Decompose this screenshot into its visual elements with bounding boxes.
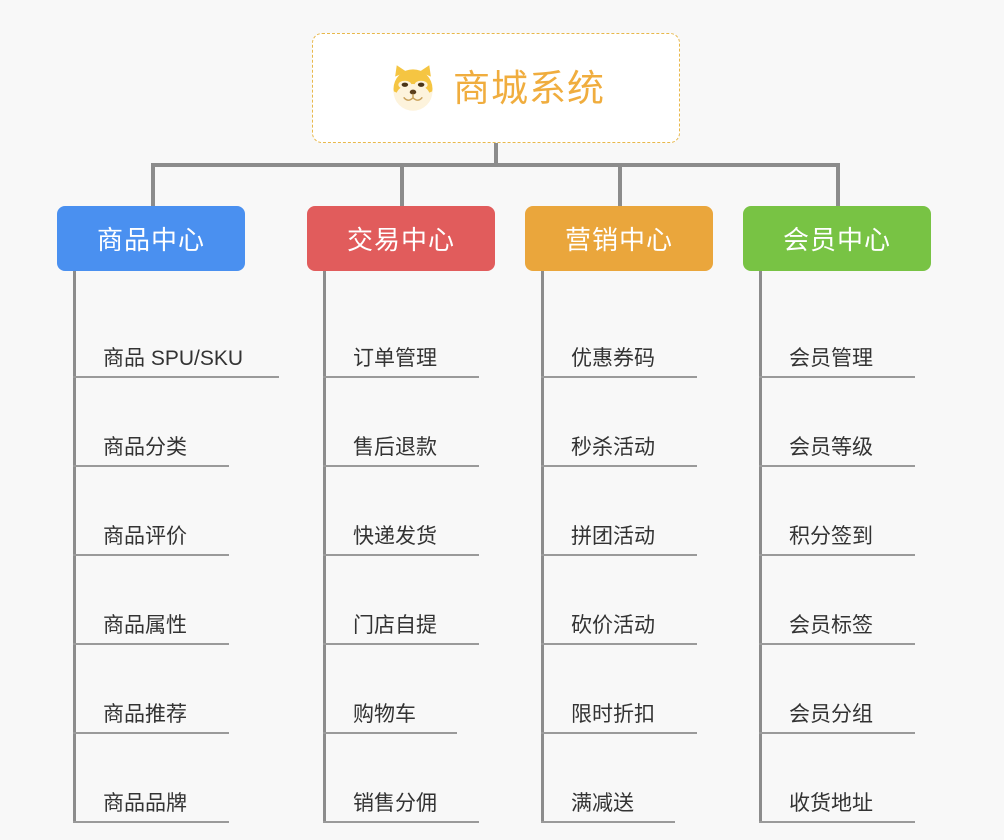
item-underline (73, 554, 229, 556)
item-label: 拼团活动 (571, 524, 655, 548)
connector-branch-3 (618, 163, 622, 207)
item-underline (759, 821, 915, 823)
connector-trunk-horizontal (151, 163, 839, 167)
item-underline (541, 376, 697, 378)
connector-branch-1 (151, 163, 155, 207)
item-label: 积分签到 (789, 524, 873, 548)
item-label: 售后退款 (353, 435, 437, 459)
list-item[interactable]: 砍价活动 (541, 556, 713, 645)
category-column-1: 商品中心 商品 SPU/SKU 商品分类 商品评价 商品属性 商品推荐 (57, 206, 279, 823)
category-header-2[interactable]: 交易中心 (307, 206, 495, 271)
list-item[interactable]: 商品评价 (73, 467, 245, 556)
item-spine-1 (73, 271, 76, 823)
list-item[interactable]: 优惠券码 (541, 289, 713, 378)
item-label: 会员管理 (789, 346, 873, 370)
list-item[interactable]: 商品推荐 (73, 645, 245, 734)
item-underline (541, 643, 697, 645)
list-item[interactable]: 满减送 (541, 734, 713, 823)
item-spine-2 (323, 271, 326, 823)
list-item[interactable]: 订单管理 (323, 289, 495, 378)
connector-trunk-vertical (494, 143, 498, 165)
category-column-2: 交易中心 订单管理 售后退款 快递发货 门店自提 购物车 (307, 206, 495, 823)
item-label: 会员标签 (789, 613, 873, 637)
list-item[interactable]: 会员管理 (759, 289, 931, 378)
item-underline (323, 465, 479, 467)
item-underline (541, 465, 697, 467)
item-label: 满减送 (571, 791, 634, 815)
item-label: 优惠券码 (571, 346, 655, 370)
root-title: 商城系统 (453, 67, 605, 109)
connector-branch-4 (836, 163, 840, 207)
item-underline (759, 732, 915, 734)
item-label: 秒杀活动 (571, 435, 655, 459)
item-label: 收货地址 (789, 791, 873, 815)
item-underline (323, 643, 479, 645)
item-label: 商品评价 (103, 524, 187, 548)
category-header-1[interactable]: 商品中心 (57, 206, 245, 271)
shiba-dog-face-icon (393, 65, 433, 111)
list-item[interactable]: 积分签到 (759, 467, 931, 556)
item-underline (73, 821, 229, 823)
item-underline (73, 376, 279, 378)
item-label: 销售分佣 (353, 791, 437, 815)
item-underline (759, 376, 915, 378)
list-item[interactable]: 商品分类 (73, 378, 245, 467)
item-label: 快递发货 (353, 524, 437, 548)
item-underline (541, 554, 697, 556)
list-item[interactable]: 销售分佣 (323, 734, 495, 823)
item-underline (73, 465, 229, 467)
category-items-4: 会员管理 会员等级 积分签到 会员标签 会员分组 收货地址 (743, 271, 931, 823)
list-item[interactable]: 购物车 (323, 645, 495, 734)
item-label: 会员分组 (789, 702, 873, 726)
item-underline (73, 643, 229, 645)
list-item[interactable]: 商品属性 (73, 556, 245, 645)
list-item[interactable]: 会员分组 (759, 645, 931, 734)
list-item[interactable]: 售后退款 (323, 378, 495, 467)
item-label: 商品属性 (103, 613, 187, 637)
item-label: 商品 SPU/SKU (103, 346, 244, 370)
category-items-3: 优惠券码 秒杀活动 拼团活动 砍价活动 限时折扣 满减送 (525, 271, 713, 823)
item-label: 砍价活动 (571, 613, 655, 637)
category-column-3: 营销中心 优惠券码 秒杀活动 拼团活动 砍价活动 限时折扣 (525, 206, 713, 823)
item-underline (759, 465, 915, 467)
category-items-1: 商品 SPU/SKU 商品分类 商品评价 商品属性 商品推荐 商品品牌 (57, 271, 279, 823)
connector-branch-2 (400, 163, 404, 207)
list-item[interactable]: 收货地址 (759, 734, 931, 823)
item-underline (73, 732, 229, 734)
root-node[interactable]: 商城系统 (312, 33, 680, 143)
list-item[interactable]: 限时折扣 (541, 645, 713, 734)
category-header-4[interactable]: 会员中心 (743, 206, 931, 271)
item-label: 商品推荐 (103, 702, 187, 726)
item-underline (323, 376, 479, 378)
item-label: 会员等级 (789, 435, 873, 459)
category-items-2: 订单管理 售后退款 快递发货 门店自提 购物车 销售分佣 (307, 271, 495, 823)
item-label: 商品品牌 (103, 791, 187, 815)
item-underline (541, 732, 697, 734)
item-label: 订单管理 (353, 346, 437, 370)
list-item[interactable]: 商品品牌 (73, 734, 245, 823)
item-underline (323, 821, 479, 823)
list-item[interactable]: 拼团活动 (541, 467, 713, 556)
item-label: 限时折扣 (571, 702, 655, 726)
item-underline (759, 554, 915, 556)
item-spine-4 (759, 271, 762, 823)
item-underline (323, 732, 457, 734)
category-header-3[interactable]: 营销中心 (525, 206, 713, 271)
item-label: 购物车 (353, 702, 416, 726)
category-column-4: 会员中心 会员管理 会员等级 积分签到 会员标签 会员分组 (743, 206, 931, 823)
item-label: 商品分类 (103, 435, 187, 459)
list-item[interactable]: 秒杀活动 (541, 378, 713, 467)
list-item[interactable]: 门店自提 (323, 556, 495, 645)
list-item[interactable]: 会员等级 (759, 378, 931, 467)
item-underline (759, 643, 915, 645)
item-underline (323, 554, 479, 556)
item-underline (541, 821, 675, 823)
list-item[interactable]: 会员标签 (759, 556, 931, 645)
item-spine-3 (541, 271, 544, 823)
item-label: 门店自提 (353, 613, 437, 637)
list-item[interactable]: 快递发货 (323, 467, 495, 556)
list-item[interactable]: 商品 SPU/SKU (73, 289, 279, 378)
